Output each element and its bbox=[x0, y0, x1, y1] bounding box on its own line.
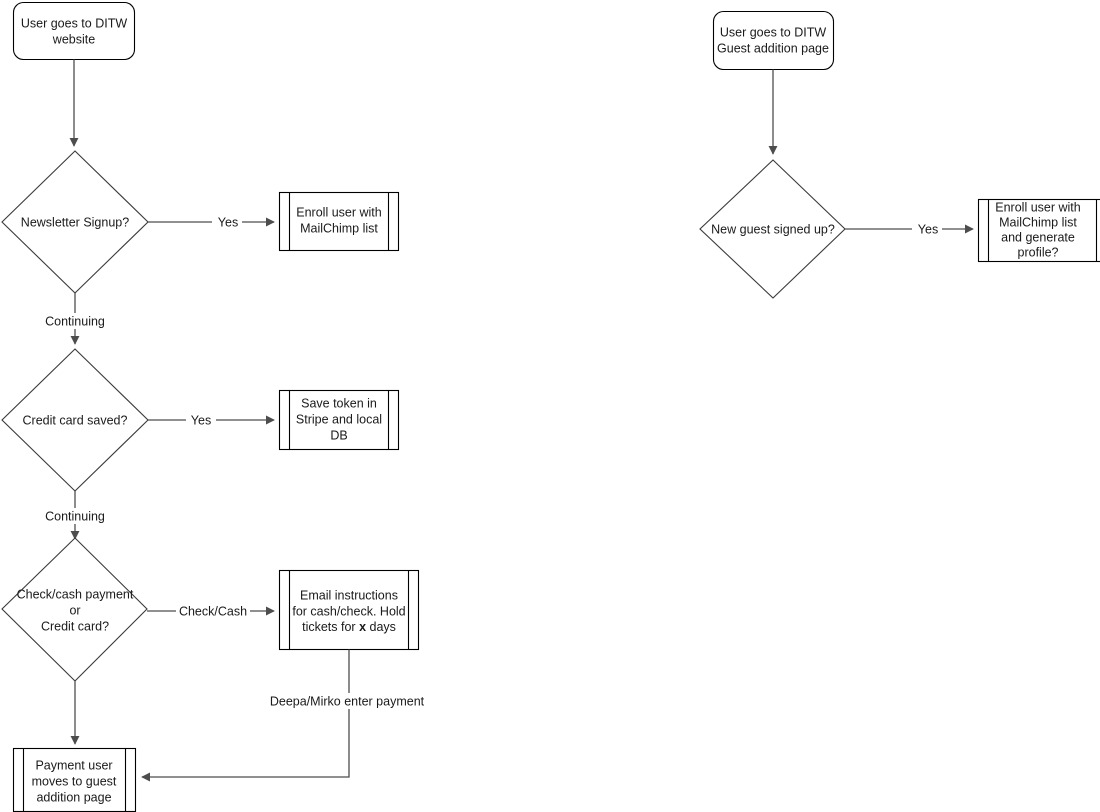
start-website-line-1: User goes to DITW bbox=[21, 16, 127, 30]
payment-method-line-2: or bbox=[69, 603, 80, 617]
save-token-shape bbox=[278, 389, 400, 451]
email-instructions-line-1: Email instructions bbox=[300, 588, 398, 602]
newsletter-signup-label: Newsletter Signup? bbox=[21, 215, 129, 229]
save-token-line-2: Stripe and local bbox=[296, 412, 382, 426]
start-guest-page-line-2: Guest addition page bbox=[717, 41, 829, 55]
save-token-line-1: Save token in bbox=[301, 396, 377, 410]
enroll-mailchimp-profile-shape bbox=[977, 198, 1100, 263]
payment-user-moves-line-1: Payment user bbox=[35, 758, 112, 772]
edge-credit-card-continuing-label-bg bbox=[38, 508, 112, 524]
start-guest-page-line-1: User goes to DITW bbox=[720, 25, 826, 39]
enroll-mailchimp-line-2: MailChimp list bbox=[300, 221, 378, 235]
edge-email-to-payment-user-label: Deepa/Mirko enter payment bbox=[270, 694, 425, 708]
payment-user-moves-shape bbox=[12, 747, 137, 812]
edge-credit-card-yes-label: Yes bbox=[191, 413, 211, 427]
credit-card-saved-label: Credit card saved? bbox=[23, 413, 128, 427]
node-newsletter-signup[interactable]: Newsletter Signup? bbox=[1, 150, 149, 294]
enroll-mailchimp-profile-line-2: MailChimp list bbox=[999, 215, 1077, 229]
edge-newsletter-yes-label-bg bbox=[212, 214, 242, 230]
node-save-token[interactable]: Save token in Stripe and local DB bbox=[278, 389, 400, 451]
enroll-mailchimp-shape bbox=[278, 191, 400, 252]
node-email-instructions[interactable]: Email instructions for cash/check. Hold … bbox=[278, 569, 420, 651]
node-new-guest-signed-up[interactable]: New guest signed up? bbox=[699, 159, 846, 299]
enroll-mailchimp-line-1: Enroll user with bbox=[296, 205, 381, 219]
node-payment-method[interactable]: Check/cash payment or Credit card? bbox=[1, 537, 148, 682]
enroll-mailchimp-profile-line-4: profile? bbox=[1018, 245, 1059, 259]
payment-method-line-1: Check/cash payment bbox=[17, 587, 134, 601]
edge-newsletter-yes-label: Yes bbox=[218, 215, 238, 229]
edge-email-to-payment-user bbox=[141, 649, 350, 782]
edge-payment-check-cash-label-bg bbox=[176, 603, 250, 619]
new-guest-signed-up-shape bbox=[699, 159, 846, 299]
edge-credit-card-yes-label-bg bbox=[186, 412, 216, 428]
edge-credit-card-continuing-label: Continuing bbox=[45, 509, 105, 523]
edge-email-to-payment-user-label-bg bbox=[268, 693, 426, 709]
edge-newsletter-continuing-label: Continuing bbox=[45, 314, 105, 328]
enroll-mailchimp-profile-line-3: and generate bbox=[1001, 230, 1075, 244]
node-start-website[interactable]: User goes to DITW website bbox=[12, 1, 136, 61]
node-enroll-mailchimp-profile[interactable]: Enroll user with MailChimp list and gene… bbox=[977, 198, 1100, 263]
node-start-guest-page[interactable]: User goes to DITW Guest addition page bbox=[712, 10, 835, 71]
node-credit-card-saved[interactable]: Credit card saved? bbox=[1, 348, 149, 492]
start-website-line-2: website bbox=[52, 32, 95, 46]
edge-newsletter-continuing-label-bg bbox=[38, 313, 112, 329]
node-payment-user-moves[interactable]: Payment user moves to guest addition pag… bbox=[12, 747, 137, 812]
email-instructions-line-2: for cash/check. Hold bbox=[292, 604, 405, 618]
edge-guest-yes-label-bg bbox=[912, 221, 942, 237]
edge-guest-yes-label: Yes bbox=[918, 222, 938, 236]
payment-user-moves-line-2: moves to guest bbox=[32, 774, 117, 788]
email-instructions-line-3-prefix: tickets for bbox=[302, 620, 359, 634]
edge-payment-check-cash-label: Check/Cash bbox=[179, 604, 247, 618]
email-instructions-line-3-bold: x bbox=[359, 620, 366, 634]
start-website-shape bbox=[12, 1, 136, 61]
save-token-line-3: DB bbox=[330, 428, 347, 442]
enroll-mailchimp-profile-line-1: Enroll user with bbox=[995, 200, 1080, 214]
payment-method-line-3: Credit card? bbox=[41, 619, 109, 633]
new-guest-signed-up-label: New guest signed up? bbox=[711, 222, 835, 236]
email-instructions-line-3: tickets for x days bbox=[302, 620, 396, 634]
email-instructions-line-3-suffix: days bbox=[366, 620, 396, 634]
node-enroll-mailchimp[interactable]: Enroll user with MailChimp list bbox=[278, 191, 400, 252]
payment-user-moves-line-3: addition page bbox=[36, 790, 111, 804]
